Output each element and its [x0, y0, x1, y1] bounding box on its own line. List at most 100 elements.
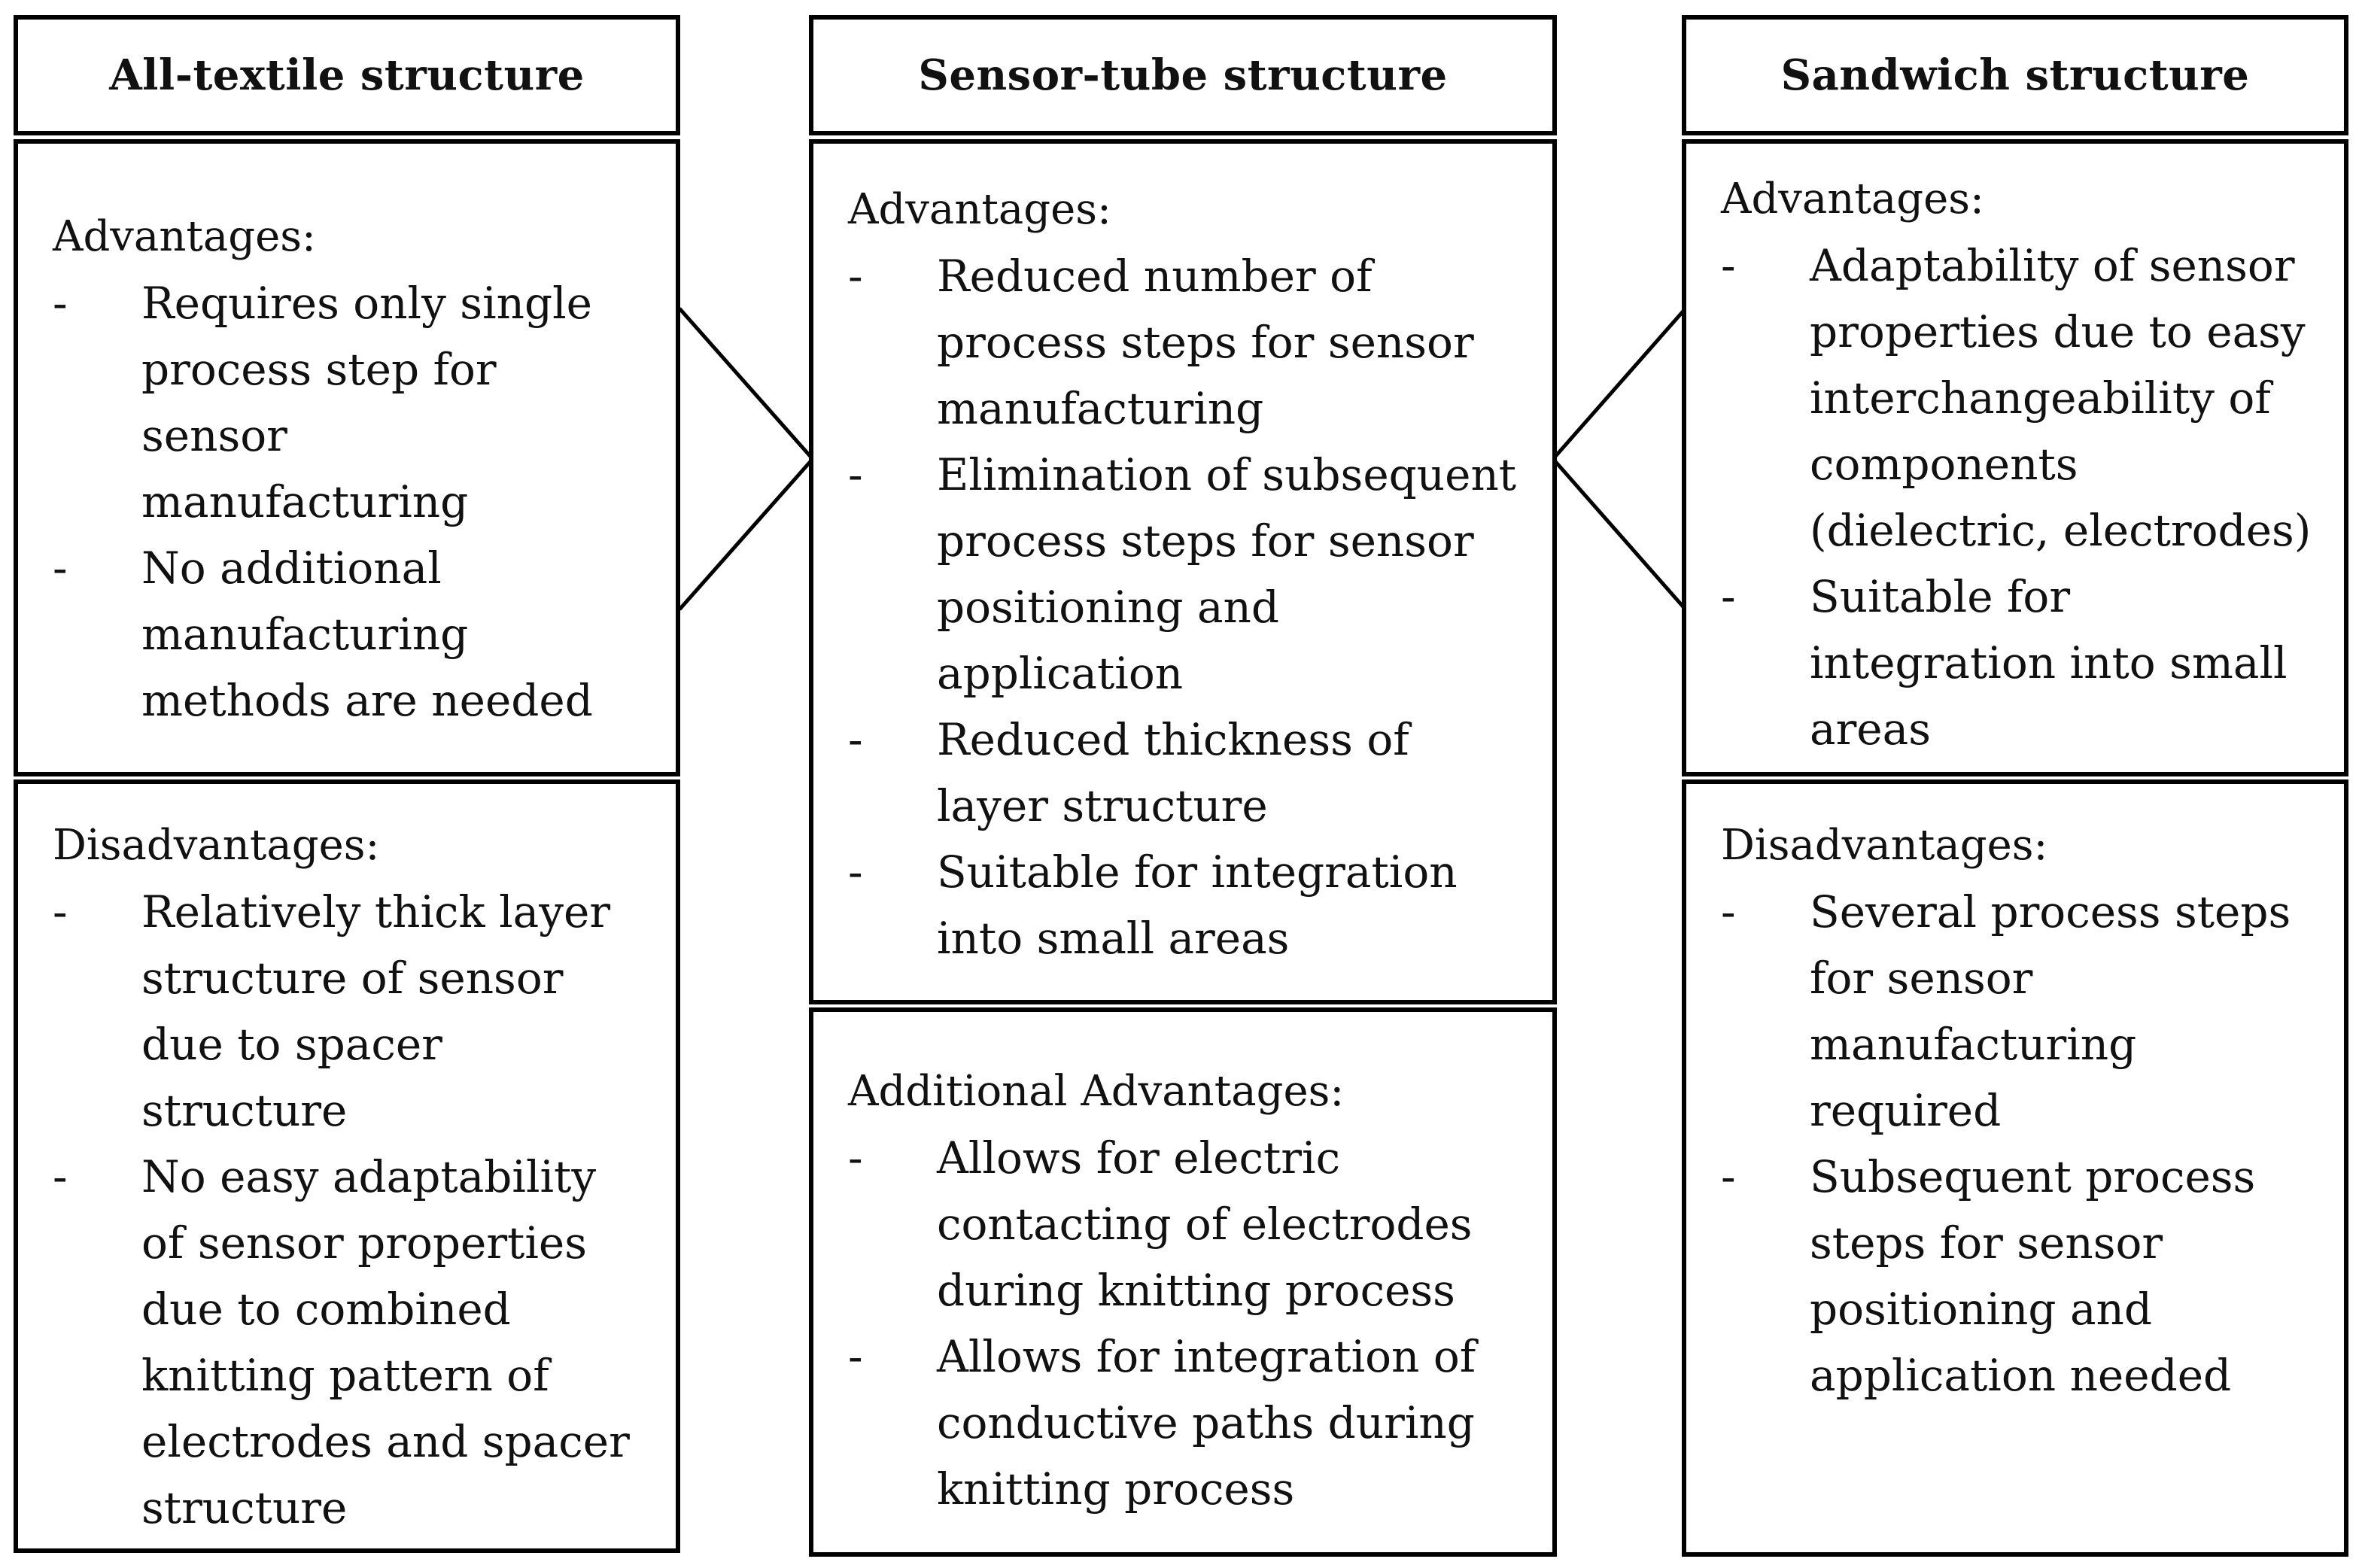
list-item-line: for sensor: [1810, 953, 2033, 1004]
list-item-line: process step for sensor: [141, 344, 497, 461]
bullet-dash: -: [1721, 886, 1736, 937]
list-item-line: Suitable for integration: [937, 846, 1458, 898]
list-item-line: into small areas: [937, 913, 1290, 964]
list-item-line: (dielectric, electrodes): [1810, 505, 2312, 556]
list-item-line: areas: [1810, 703, 1931, 755]
list-item-line: steps for sensor: [1810, 1217, 2163, 1269]
list-item-line: due to combined: [141, 1284, 511, 1335]
list-item-line: Reduced thickness of: [937, 714, 1409, 765]
advantages-list: - Reduced number of process steps for sens…: [848, 243, 1522, 971]
advantages-list: - Requires only single process step for se…: [53, 270, 646, 734]
list-item-line: positioning and: [937, 582, 1280, 633]
all-textile-header-label: All-textile structure: [109, 50, 585, 100]
list-item-text: Subsequent process steps for sensor positi…: [1810, 1144, 2314, 1408]
all-textile-advantages-box: Advantages: - Requires only single process…: [14, 139, 680, 776]
all-textile-disadvantages-box: Disadvantages: - Relatively thick layer st…: [14, 779, 680, 1553]
list-item-line: conductive paths during: [937, 1397, 1475, 1448]
list-item: - Several process steps for sensor manufact…: [1721, 879, 2314, 1144]
all-textile-header: All-textile structure: [14, 15, 680, 135]
list-item: - Requires only single process step for se…: [53, 270, 646, 535]
list-item-line: integration into small: [1810, 637, 2288, 688]
sensor-tube-header-label: Sensor-tube structure: [918, 50, 1448, 100]
sandwich-header-label: Sandwich structure: [1780, 50, 2250, 100]
list-item-line: electrodes and spacer: [141, 1416, 630, 1467]
bullet-dash: -: [1721, 240, 1736, 291]
list-item-line: manufacturing: [141, 476, 469, 527]
sensor-tube-additional-advantages-box: Additional Advantages: - Allows for elect…: [809, 1007, 1557, 1557]
list-item-line: during knitting process: [937, 1265, 1455, 1316]
list-item-line: interchangeability of: [1810, 372, 2271, 424]
list-item-text: Reduced thickness of layer structure: [937, 707, 1522, 839]
list-item: - Suitable for integration into small area…: [848, 839, 1522, 971]
advantages-title: Advantages:: [848, 185, 1111, 234]
list-item-text: Several process steps for sensor manufactu…: [1810, 879, 2314, 1144]
connector-left-lower: [678, 457, 814, 611]
list-item-line: structure: [141, 1482, 348, 1533]
list-item-line: application needed: [1810, 1350, 2232, 1401]
list-item-line: required: [1810, 1085, 2002, 1136]
list-item: - Subsequent process steps for sensor posit…: [1721, 1144, 2314, 1408]
connector-right-lower: [1552, 457, 1687, 611]
list-item-line: Several process steps: [1810, 886, 2291, 937]
bullet-dash: -: [848, 846, 863, 898]
list-item: - Reduced thickness of layer structure: [848, 707, 1522, 839]
bullet-dash: -: [848, 714, 863, 765]
disadvantages-list: - Several process steps for sensor manufact…: [1721, 879, 2314, 1408]
list-item-line: Allows for electric: [937, 1132, 1341, 1184]
connector-left-upper: [678, 307, 814, 460]
list-item-line: contacting of electrodes: [937, 1199, 1473, 1250]
list-item-text: Suitable for integration into small areas: [937, 839, 1522, 971]
list-item-line: knitting pattern of: [141, 1350, 549, 1401]
list-item-line: Relatively thick layer: [141, 886, 611, 937]
additional-advantages-list: - Allows for electric contacting of electr…: [848, 1125, 1522, 1522]
bullet-dash: -: [1721, 571, 1736, 622]
bullet-dash: -: [848, 1132, 863, 1184]
sensor-tube-header: Sensor-tube structure: [809, 15, 1557, 135]
list-item-line: Requires only single: [141, 278, 592, 329]
list-item-line: No additional: [141, 542, 442, 594]
disadvantages-title: Disadvantages:: [53, 821, 380, 870]
connector-right-upper: [1552, 307, 1687, 460]
bullet-dash: -: [848, 1331, 863, 1382]
advantages-title: Advantages:: [53, 212, 316, 261]
list-item-line: manufacturing: [141, 609, 469, 660]
bullet-dash: -: [53, 278, 68, 329]
bullet-dash: -: [1721, 1151, 1736, 1202]
bullet-dash: -: [53, 1151, 68, 1202]
sandwich-header: Sandwich structure: [1682, 15, 2348, 135]
list-item-line: of sensor properties: [141, 1217, 588, 1269]
additional-advantages-title: Additional Advantages:: [848, 1067, 1345, 1116]
list-item: - Allows for electric contacting of electr…: [848, 1125, 1522, 1323]
list-item-line: process steps for sensor: [937, 515, 1474, 567]
sensor-tube-advantages-box: Advantages: - Reduced number of process st…: [809, 139, 1557, 1004]
list-item-line: positioning and: [1810, 1284, 2153, 1335]
list-item-line: structure: [141, 1085, 348, 1136]
list-item-line: components: [1810, 439, 2078, 490]
list-item-line: Reduced number of: [937, 251, 1373, 302]
list-item-line: layer structure: [937, 780, 1268, 831]
list-item-text: Requires only single process step for sen…: [141, 270, 646, 535]
list-item-line: knitting process: [937, 1463, 1295, 1515]
list-item-line: Subsequent process: [1810, 1151, 2256, 1202]
list-item-line: due to spacer: [141, 1019, 442, 1070]
list-item-text: Allows for electric contacting of electro…: [937, 1125, 1522, 1323]
bullet-dash: -: [848, 449, 863, 500]
list-item-line: manufacturing: [1810, 1019, 2137, 1070]
